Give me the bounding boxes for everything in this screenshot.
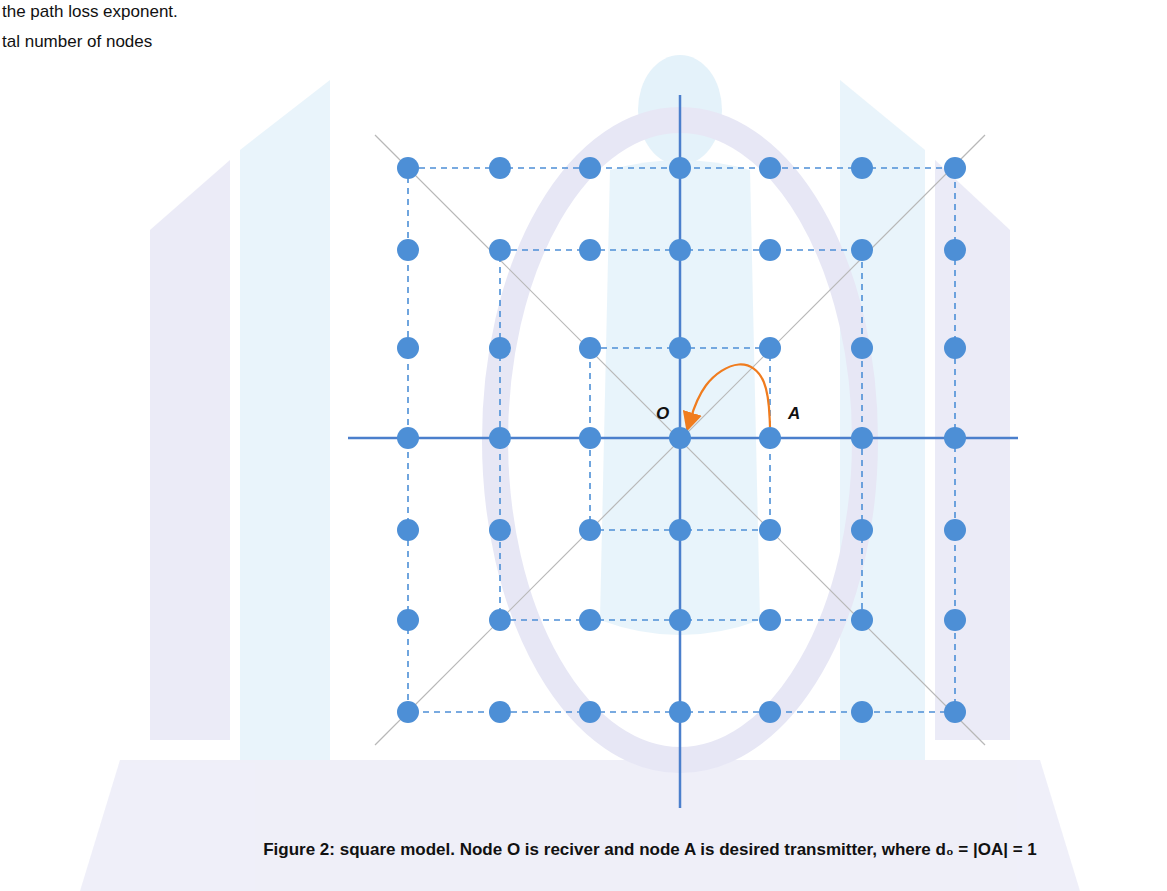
grid-node xyxy=(944,157,966,179)
grid-node xyxy=(944,519,966,541)
grid-node xyxy=(851,701,873,723)
grid-node xyxy=(397,337,419,359)
grid-node xyxy=(489,609,511,631)
dashed-square xyxy=(590,348,770,530)
grid-node xyxy=(579,609,601,631)
watermark-band xyxy=(240,80,330,760)
grid-node xyxy=(579,701,601,723)
grid-node xyxy=(851,609,873,631)
grid-node xyxy=(669,239,691,261)
grid-node xyxy=(489,157,511,179)
grid-node xyxy=(489,239,511,261)
partial-text: tal number of nodes xyxy=(2,32,152,52)
grid-node xyxy=(759,157,781,179)
grid-node xyxy=(397,157,419,179)
grid-node xyxy=(579,239,601,261)
network-node: O xyxy=(669,427,691,449)
grid-node xyxy=(851,427,873,449)
grid-node xyxy=(579,427,601,449)
node-label: A xyxy=(788,404,800,424)
grid-node xyxy=(669,157,691,179)
grid-node xyxy=(669,519,691,541)
transmission-arrow xyxy=(688,364,770,428)
grid-node xyxy=(397,609,419,631)
grid-node xyxy=(489,701,511,723)
grid-node xyxy=(489,337,511,359)
grid-node xyxy=(759,337,781,359)
watermark-band xyxy=(935,160,1010,740)
figure-caption: Figure 2: square model. Node O is recive… xyxy=(140,840,1160,860)
node-dot xyxy=(669,427,691,449)
grid-node xyxy=(851,157,873,179)
grid-node xyxy=(397,701,419,723)
grid-node xyxy=(944,609,966,631)
grid-node xyxy=(669,609,691,631)
grid-node xyxy=(944,337,966,359)
dashed-square xyxy=(408,168,955,712)
grid-node xyxy=(669,337,691,359)
grid-node xyxy=(579,337,601,359)
grid-node xyxy=(759,609,781,631)
grid-node xyxy=(759,701,781,723)
grid-node xyxy=(944,239,966,261)
grid-node xyxy=(397,427,419,449)
grid-node xyxy=(759,239,781,261)
grid-node xyxy=(489,519,511,541)
grid-node xyxy=(944,701,966,723)
grid-node xyxy=(579,519,601,541)
grid-node xyxy=(397,239,419,261)
dashed-square xyxy=(500,250,862,620)
watermark-base xyxy=(80,760,1080,891)
grid-node xyxy=(944,427,966,449)
grid-node xyxy=(397,519,419,541)
partial-text: the path loss exponent. xyxy=(2,2,178,22)
grid-node xyxy=(851,239,873,261)
grid-node xyxy=(759,519,781,541)
node-dot xyxy=(759,427,781,449)
watermark-band xyxy=(150,160,230,740)
grid-node xyxy=(851,337,873,359)
network-node: A xyxy=(759,427,781,449)
grid-node xyxy=(851,519,873,541)
grid-node xyxy=(489,427,511,449)
grid-node xyxy=(579,157,601,179)
grid-node xyxy=(669,701,691,723)
node-label: O xyxy=(656,404,669,424)
